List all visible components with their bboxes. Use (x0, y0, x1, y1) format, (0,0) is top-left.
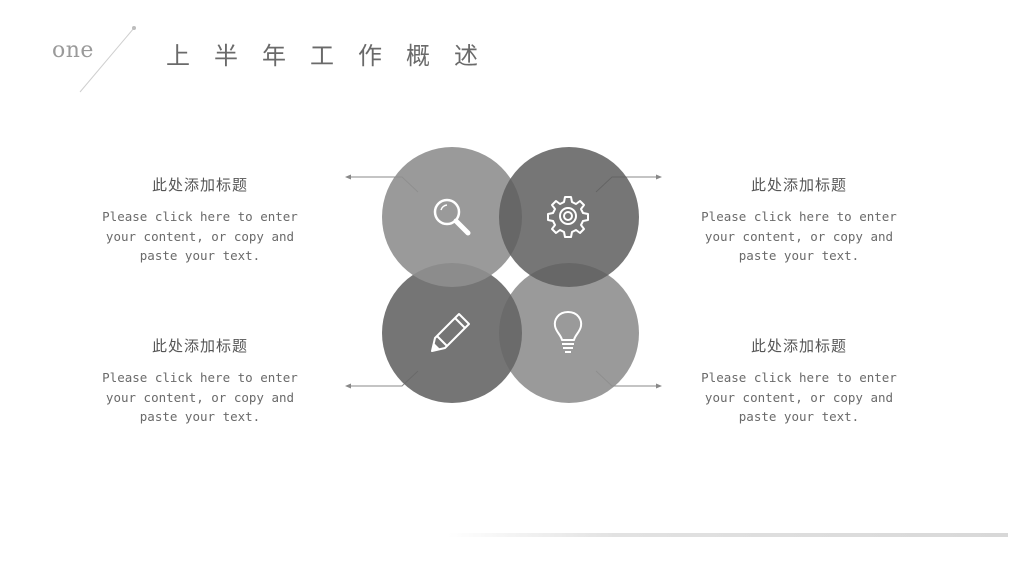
text-block-top-left: 此处添加标题 Please click here to enter your c… (100, 174, 300, 266)
arrowhead-top-left (345, 174, 351, 180)
block-body: Please click here to enter your content,… (102, 370, 298, 424)
block-body: Please click here to enter your content,… (102, 209, 298, 263)
block-body: Please click here to enter your content,… (701, 209, 897, 263)
arrowhead-top-right (656, 174, 662, 180)
connector-top-left (347, 176, 419, 193)
connector-lines (347, 176, 660, 387)
block-title: 此处添加标题 (750, 337, 847, 355)
connector-bottom-right (595, 370, 660, 387)
bottom-decoration-line (448, 533, 1008, 537)
text-block-bottom-right: 此处添加标题 Please click here to enter your c… (699, 335, 899, 427)
page-title: 上半年工作概述 (166, 42, 502, 70)
block-body: Please click here to enter your content,… (701, 370, 897, 424)
arrowhead-bottom-right (656, 383, 662, 389)
arrowhead-bottom-left (345, 383, 351, 389)
connector-bottom-left (347, 370, 419, 387)
pencil-icon (431, 313, 470, 352)
lightbulb-icon (553, 311, 583, 353)
gear-icon (547, 196, 589, 238)
block-title: 此处添加标题 (151, 337, 248, 355)
text-block-top-right: 此处添加标题 Please click here to enter your c… (699, 174, 899, 266)
search-icon (433, 198, 471, 236)
connector-top-right (595, 176, 660, 193)
section-number: one (52, 38, 94, 63)
text-block-bottom-left: 此处添加标题 Please click here to enter your c… (100, 335, 300, 427)
block-title: 此处添加标题 (750, 176, 847, 194)
block-title: 此处添加标题 (151, 176, 248, 194)
